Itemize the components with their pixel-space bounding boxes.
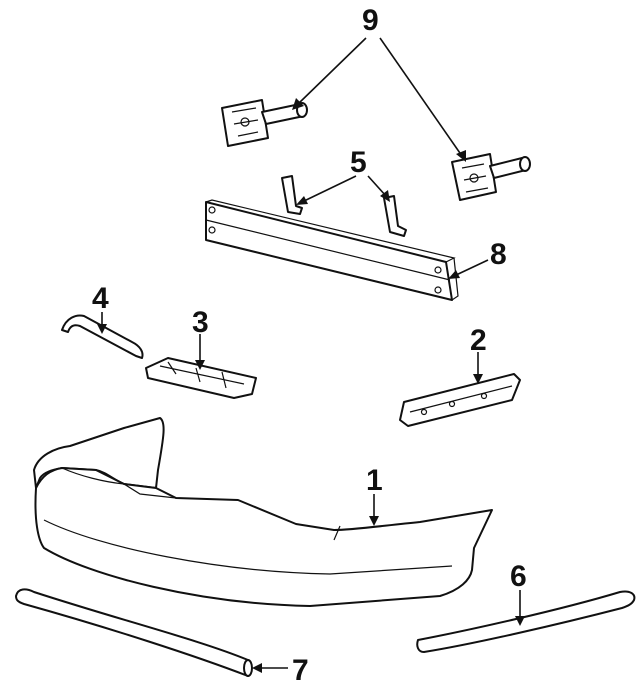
side-bracket xyxy=(399,373,521,427)
bumper-cover xyxy=(33,417,493,607)
callout-6: 6 xyxy=(510,560,527,593)
leader-lines xyxy=(97,37,525,673)
callout-9: 9 xyxy=(362,4,379,37)
reinforcement-beam xyxy=(205,199,459,301)
callout-4: 4 xyxy=(92,282,109,315)
molding-upper-left xyxy=(61,314,144,359)
center-support xyxy=(145,357,257,399)
callout-2: 2 xyxy=(470,324,487,357)
callout-5: 5 xyxy=(350,146,367,179)
bracket-right xyxy=(451,153,531,201)
callout-1: 1 xyxy=(366,464,383,497)
lower-molding-left xyxy=(15,588,253,677)
callout-7: 7 xyxy=(292,654,309,686)
clip-right xyxy=(383,195,407,237)
callout-8: 8 xyxy=(490,238,507,271)
callout-3: 3 xyxy=(192,306,209,339)
lower-molding-right xyxy=(416,590,636,653)
clip-left xyxy=(281,175,303,215)
